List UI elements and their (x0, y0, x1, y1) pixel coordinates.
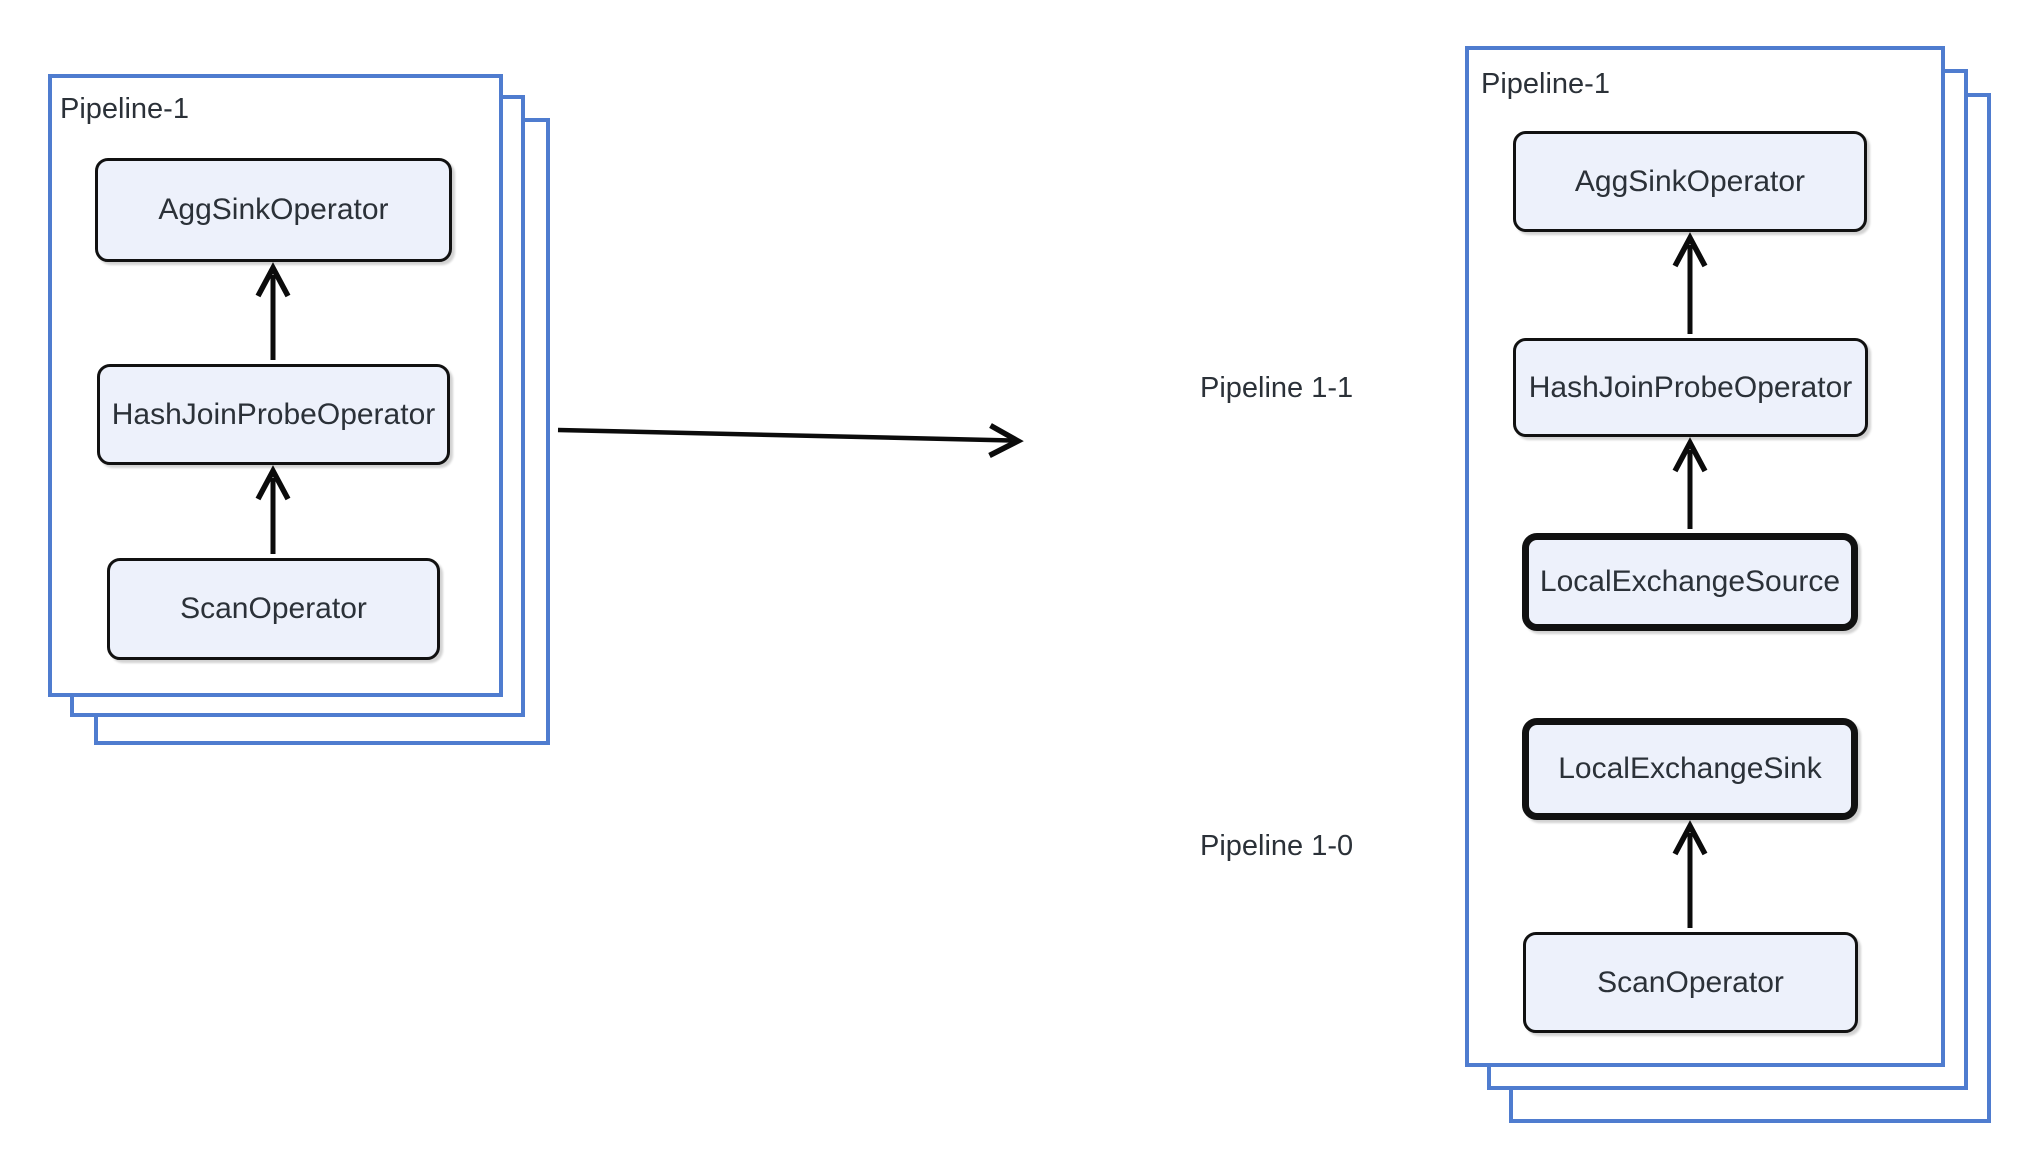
operator-box-right-scan: ScanOperator (1523, 932, 1858, 1033)
operator-label: AggSinkOperator (1574, 164, 1806, 198)
operator-label: AggSinkOperator (158, 193, 389, 226)
operator-box-right-hashjoinprobe: HashJoinProbeOperator (1513, 338, 1868, 437)
operator-box-right-localexchangesource: LocalExchangeSource (1522, 533, 1858, 631)
operator-box-right-aggsink: AggSinkOperator (1513, 131, 1867, 232)
operator-box-left-aggsink: AggSinkOperator (95, 158, 452, 262)
operator-box-right-localexchangesink: LocalExchangeSink (1522, 718, 1858, 820)
operator-label: LocalExchangeSource (1539, 565, 1841, 598)
operator-box-left-hashjoinprobe: HashJoinProbeOperator (97, 364, 450, 465)
operator-label: HashJoinProbeOperator (1528, 370, 1853, 404)
annotation-pipeline-1-0: Pipeline 1-0 (1200, 830, 1354, 862)
operator-box-left-scan: ScanOperator (107, 558, 440, 660)
left-pipeline-title: Pipeline-1 (60, 93, 189, 125)
operator-label: ScanOperator (180, 592, 367, 625)
annotation-pipeline-1-1: Pipeline 1-1 (1200, 372, 1354, 404)
operator-label: LocalExchangeSink (1558, 752, 1822, 785)
operator-label: ScanOperator (1597, 965, 1784, 999)
operator-label: HashJoinProbeOperator (111, 397, 436, 431)
right-pipeline-title: Pipeline-1 (1481, 68, 1610, 100)
